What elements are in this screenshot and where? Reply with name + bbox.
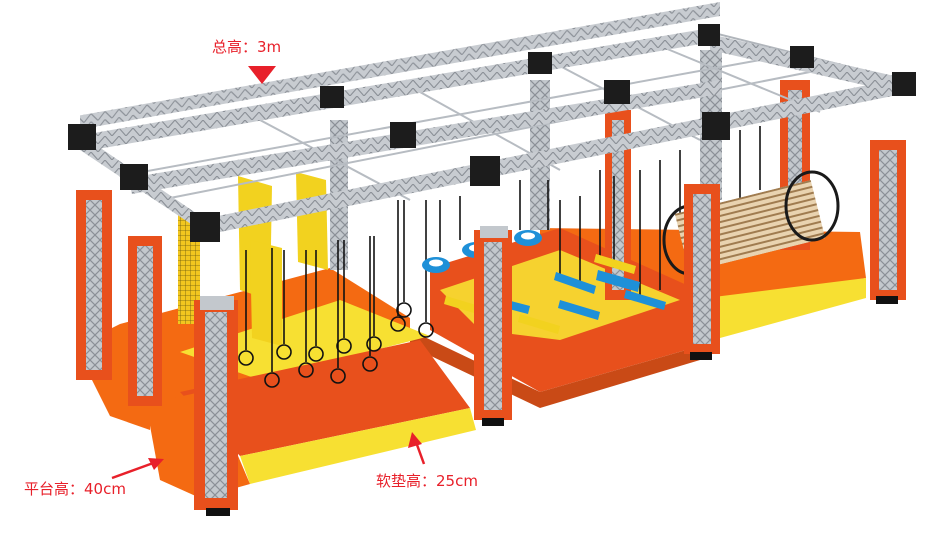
base-plate — [206, 508, 230, 516]
connector — [68, 124, 96, 150]
connector — [120, 164, 148, 190]
front-posts — [76, 140, 906, 516]
connector — [190, 212, 220, 242]
base-plate — [876, 296, 898, 304]
base-plate — [690, 352, 712, 360]
beam-yellow-3 — [594, 254, 636, 274]
mat-left-yellow-strip — [180, 300, 430, 380]
connector — [790, 46, 814, 68]
ring — [336, 338, 352, 354]
connector — [892, 72, 916, 96]
down-triangle-icon — [248, 66, 276, 84]
beam-blue-1 — [554, 272, 596, 294]
tube-ring-back — [784, 170, 840, 242]
board-2 — [296, 172, 328, 270]
mat-back-right-yellow — [690, 278, 866, 338]
connector — [604, 80, 630, 104]
mat-front-red — [180, 340, 470, 456]
connector — [390, 122, 416, 148]
ring — [238, 350, 254, 366]
ring — [264, 372, 280, 388]
beam-blue-2 — [596, 270, 640, 292]
ring — [276, 344, 292, 360]
connector — [470, 156, 500, 186]
beam-blue-3 — [624, 290, 666, 310]
ring — [308, 346, 324, 362]
platform-height-label: 平台高：40cm — [24, 480, 126, 498]
beam-front-low — [208, 76, 912, 234]
roof-truss — [68, 1, 916, 242]
connector — [698, 24, 720, 46]
red-arrow-icon — [408, 432, 426, 465]
red-arrow-icon — [111, 458, 164, 480]
beam-yellow-2 — [518, 314, 560, 334]
ring — [362, 356, 378, 372]
ring — [390, 316, 406, 332]
ring — [330, 368, 346, 384]
mat-height-label: 软垫高：25cm — [376, 472, 478, 490]
ring — [298, 362, 314, 378]
total-height-label: 总高：3m — [212, 38, 282, 56]
base-plate — [482, 418, 504, 426]
beam-front — [80, 1, 720, 130]
beam-back — [88, 28, 712, 150]
connector — [320, 86, 344, 108]
hanging-rings — [238, 126, 761, 388]
ring — [366, 336, 382, 352]
mat-front-yellow — [240, 408, 476, 484]
beam-blue-4 — [558, 300, 600, 320]
ring — [396, 302, 412, 318]
ring — [418, 322, 434, 338]
connector — [702, 112, 730, 140]
connector — [528, 52, 552, 74]
beam-middle — [128, 80, 722, 194]
mat-middle-front — [410, 330, 700, 408]
board-3 — [250, 240, 282, 346]
